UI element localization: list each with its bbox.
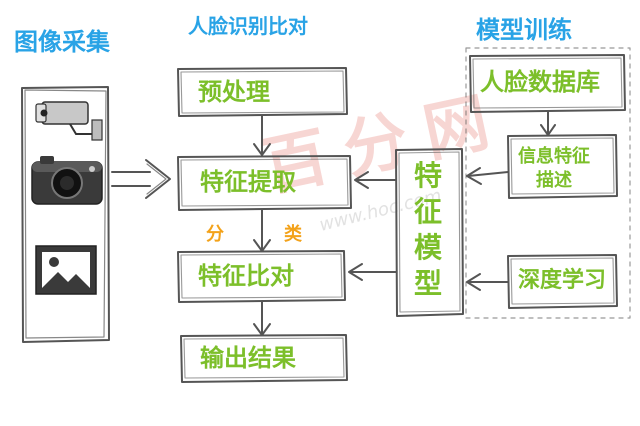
model-to-compare-arrow [348,263,397,281]
model-to-extraction-arrow [354,171,397,189]
face-db-box [469,54,626,113]
extraction-to-compare-arrow [253,209,271,252]
output-label: 输出结果 [200,344,296,372]
feature-model-box [395,148,464,317]
deep-learning-label: 深度学习 [518,268,607,293]
preprocess-box [177,67,348,117]
facedb-to-info-arrow [540,111,556,136]
face-db-label: 人脸数据库 [480,68,600,96]
section-title-recognition: 人脸识别比对 [188,14,308,38]
classify-label-b: 类 [284,224,302,245]
preprocess-label: 预处理 [198,78,270,106]
section-title-training: 模型训练 [476,16,572,44]
feature-model-char-4: 型 [414,267,443,300]
info-to-model-arrow [466,167,509,185]
section-title-capture: 图像采集 [14,28,110,56]
compare-to-output-arrow [253,301,271,336]
feature-compare-box [177,250,346,303]
feature-model-char-1: 特 [414,159,443,192]
surveillance-camera-icon [35,101,103,141]
info-feature-label-line2: 描述 [536,170,572,191]
training-panel-border [465,47,631,319]
feature-model-char-2: 征 [414,195,443,228]
feature-extraction-label: 特征提取 [200,168,296,196]
capture-to-extraction-arrow [111,159,171,199]
preprocess-to-extraction-arrow [253,115,271,156]
capture-panel-box [21,86,110,343]
image-picture-icon [35,245,97,295]
feature-compare-label: 特征比对 [198,262,294,290]
deep-learning-box [507,254,618,309]
output-box [180,334,348,383]
classify-label-a: 分 [206,224,224,245]
photo-camera-icon [31,156,103,205]
feature-model-char-3: 模 [414,231,443,264]
info-feature-box [507,134,618,199]
feature-extraction-box [177,155,352,211]
info-feature-label-line1: 信息特征 [518,146,590,167]
deeplearning-to-model-arrow [466,273,509,291]
